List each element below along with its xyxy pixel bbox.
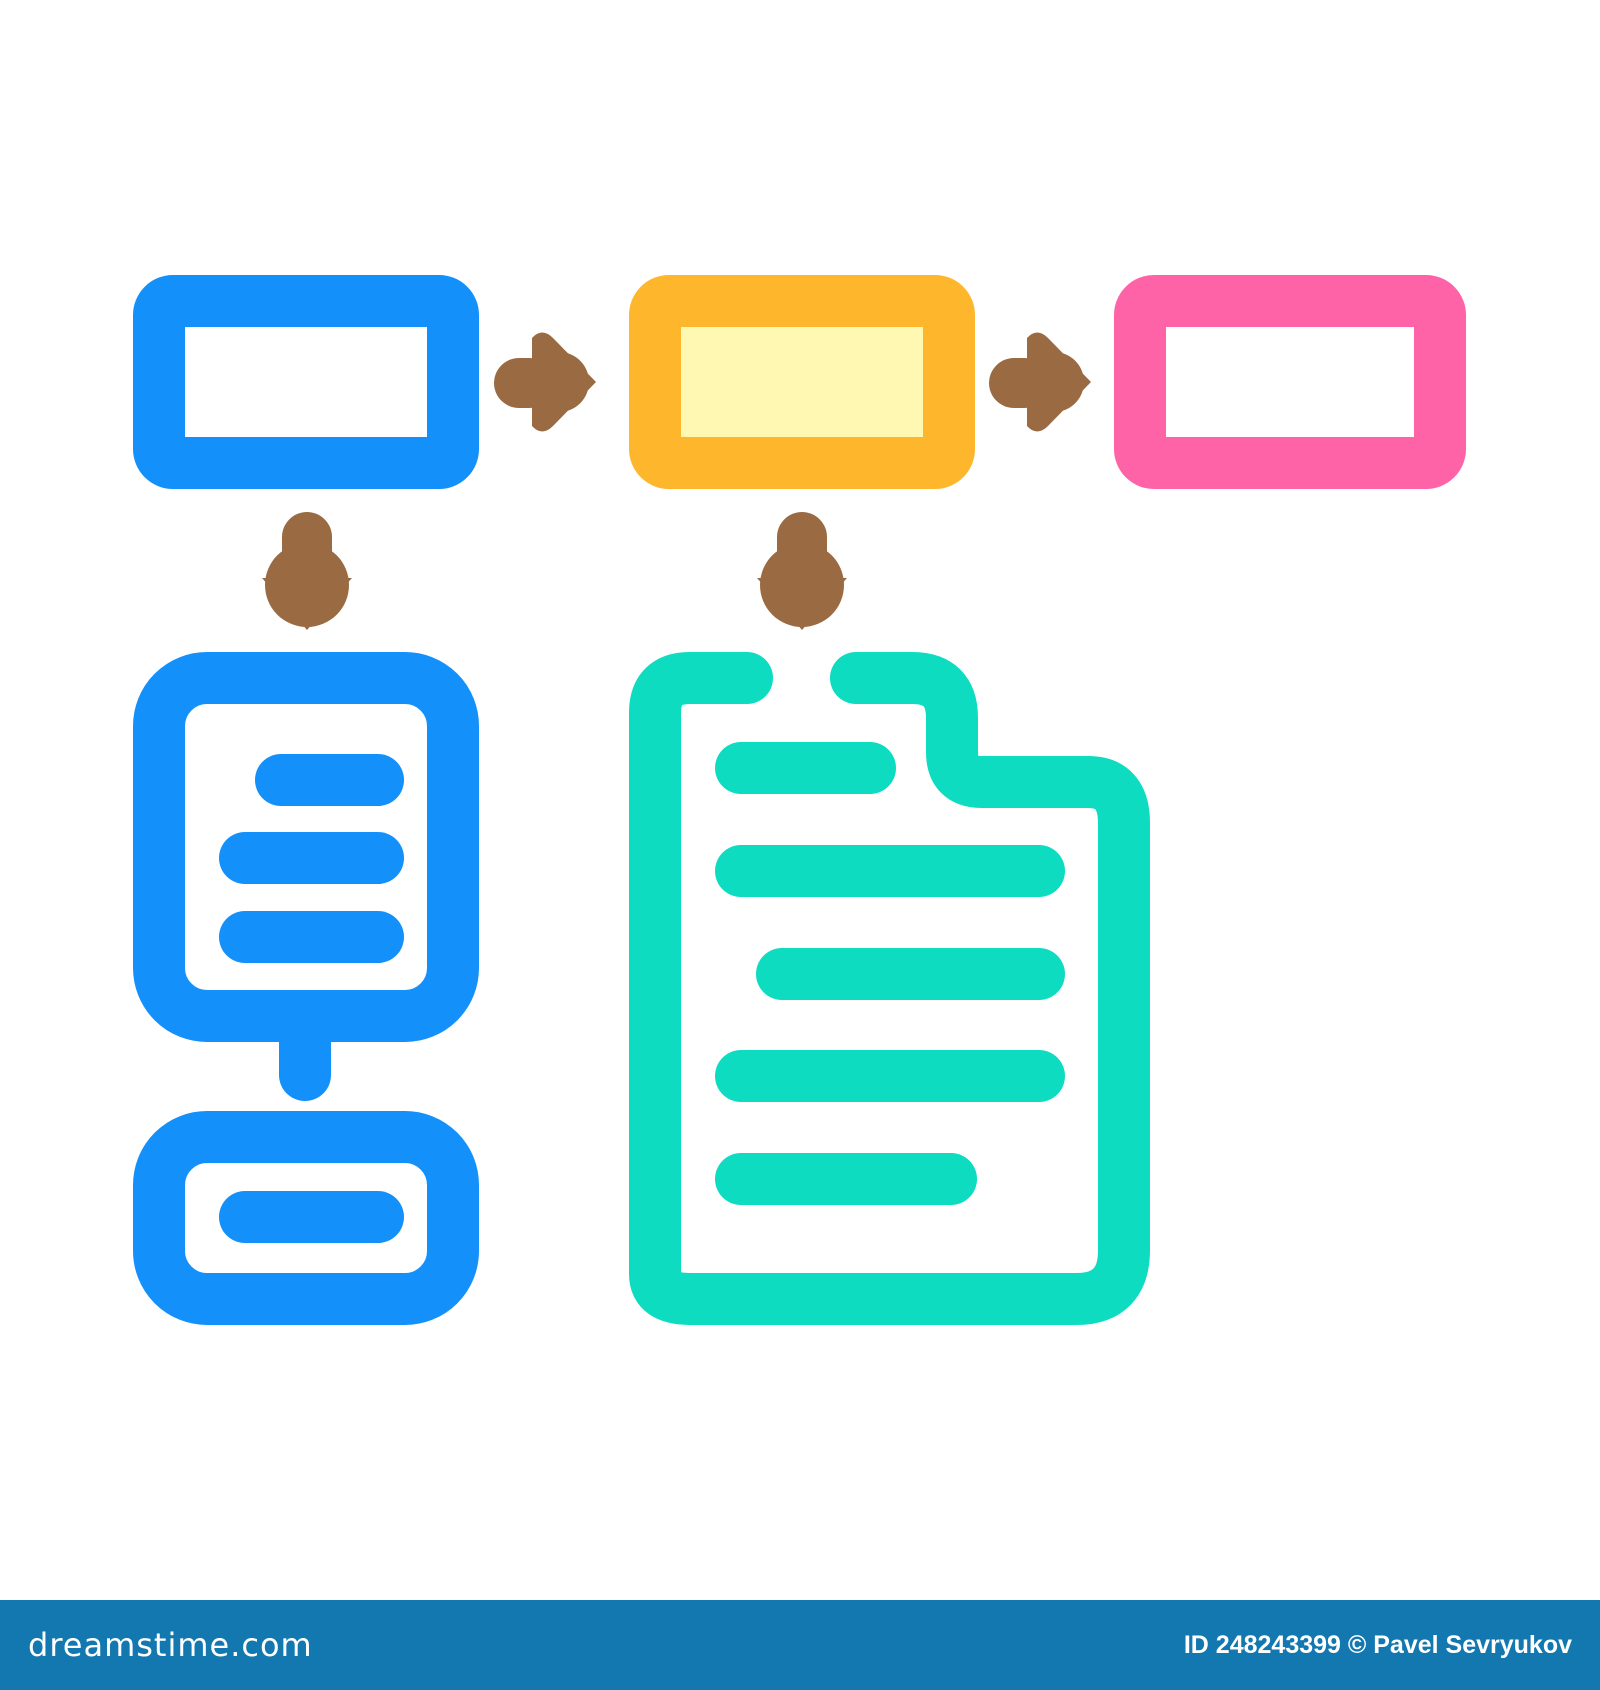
document-icon	[629, 652, 1150, 1325]
orange-process-box	[629, 275, 975, 489]
down-arrow-icon	[757, 512, 847, 630]
list-card-icon	[133, 652, 479, 1042]
pink-process-box	[1114, 275, 1466, 489]
result-box-icon	[133, 1111, 479, 1325]
image-credit: ID 248243399 © Pavel Sevryukov	[1183, 1630, 1572, 1659]
right-arrow-icon	[494, 332, 596, 432]
brand-logo: dreamstime.com	[28, 1626, 313, 1664]
down-arrow-icon	[262, 512, 352, 630]
blue-process-box	[133, 275, 479, 489]
right-arrow-icon	[989, 332, 1091, 432]
footer-bar: dreamstime.com ID 248243399 © Pavel Sevr…	[0, 1600, 1600, 1690]
process-flow-illustration	[133, 275, 1466, 1325]
